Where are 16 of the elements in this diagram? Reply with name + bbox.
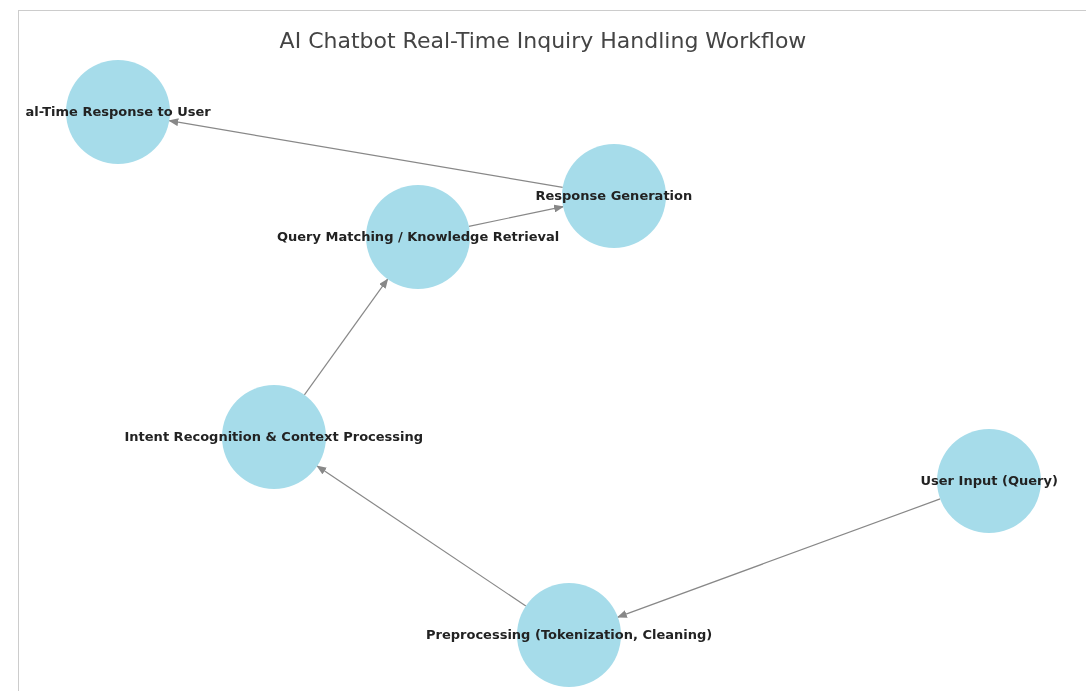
node-label: Intent Recognition & Context Processing — [124, 429, 424, 445]
arrow — [303, 278, 389, 396]
arrow — [168, 118, 564, 188]
arrow — [316, 465, 527, 607]
process-node — [426, 583, 712, 687]
process-node — [25, 60, 211, 164]
node-label: Preprocessing (Tokenization, Cleaning) — [426, 627, 713, 643]
process-node — [920, 429, 1058, 533]
node-label: al-Time Response to User — [25, 104, 211, 120]
node-label: Response Generation — [535, 188, 693, 204]
node-label: User Input (Query) — [920, 473, 1058, 489]
arrow — [616, 498, 941, 618]
node-label: Query Matching / Knowledge Retrieval — [277, 229, 560, 245]
diagram-title: AI Chatbot Real-Time Inquiry Handling Workflow — [279, 28, 807, 53]
process-node — [124, 385, 424, 489]
arrow — [468, 204, 565, 227]
